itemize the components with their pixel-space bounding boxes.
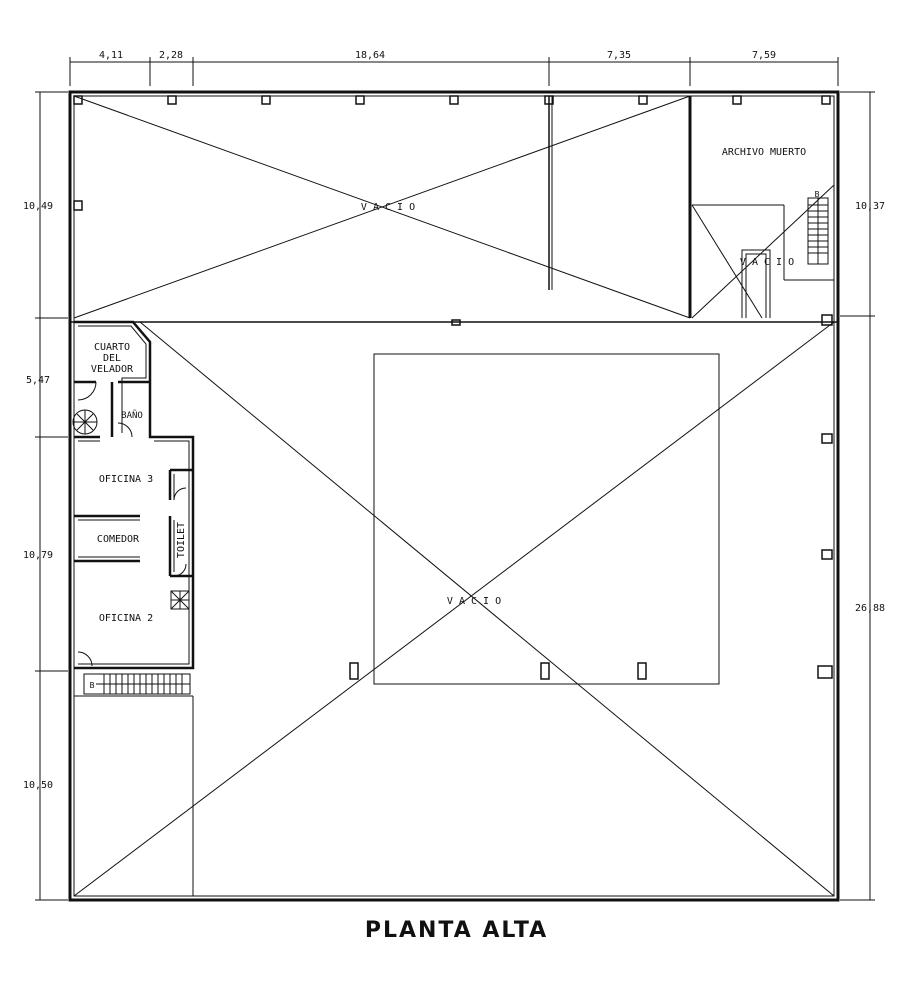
label-archivo-muerto: ARCHIVO MUERTO — [722, 147, 806, 158]
main-void — [73, 321, 835, 897]
dim-top-2: 2,28 — [159, 50, 183, 61]
right-dimension-line — [840, 91, 875, 901]
dim-top-3: 18,64 — [355, 50, 385, 61]
vent-fan — [170, 590, 190, 610]
outer-wall-inner — [73, 95, 835, 897]
label-vacio-small: V A C I O — [740, 257, 794, 268]
label-stair-mark-top: B — [815, 190, 820, 199]
small-void — [691, 184, 835, 319]
office-wing — [74, 320, 195, 670]
outer-wall — [68, 90, 840, 902]
dim-left-2: 5,47 — [26, 375, 50, 386]
dim-top-1: 4,11 — [99, 50, 123, 61]
label-oficina-2: OFICINA 2 — [99, 613, 153, 624]
columns-main — [349, 319, 647, 680]
label-oficina-3: OFICINA 3 — [99, 474, 153, 485]
plan-title: PLANTA ALTA — [364, 918, 549, 943]
label-comedor: COMEDOR — [97, 534, 140, 545]
spiral-stair — [72, 409, 98, 435]
dim-left-3: 10,79 — [23, 550, 53, 561]
label-stair-mark: B — [90, 681, 95, 690]
label-vacio-main: V A C I O — [447, 596, 501, 607]
label-vacio-top: V A C I O — [361, 202, 415, 213]
label-del: DEL — [103, 353, 121, 364]
columns-right — [817, 433, 833, 679]
dim-top-5: 7,59 — [752, 50, 776, 61]
door-swings — [77, 381, 187, 667]
left-dimension-line — [35, 91, 68, 901]
label-toilet: TOILET — [176, 522, 187, 558]
top-dimension-line — [69, 57, 839, 86]
label-cuarto: CUARTO — [94, 342, 130, 353]
top-void — [73, 95, 691, 319]
columns-top — [73, 95, 833, 326]
stair-top-right — [807, 197, 829, 265]
label-velador: VELADOR — [91, 364, 134, 375]
dim-left-1: 10,49 — [23, 201, 53, 212]
dim-right-2: 26,88 — [855, 603, 885, 614]
dim-right-1: 10,37 — [855, 201, 885, 212]
label-bano: BAÑO — [121, 410, 143, 421]
dim-top-4: 7,35 — [607, 50, 631, 61]
stair-bottom — [74, 673, 194, 896]
office-wing-inner — [78, 325, 190, 665]
dim-left-4: 10,50 — [23, 780, 53, 791]
